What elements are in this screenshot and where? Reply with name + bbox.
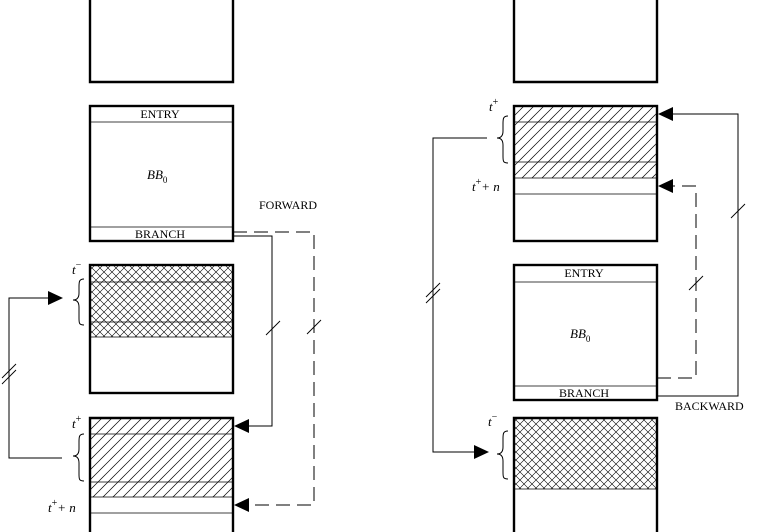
forward-tminus-block xyxy=(88,263,235,395)
backward-taken-path xyxy=(657,113,739,397)
forward-tplusn-label: t++ n xyxy=(48,498,76,515)
forward-caption: FORWARD xyxy=(259,198,317,212)
backward-entry-label: ENTRY xyxy=(564,266,604,280)
backward-tplusn-label: t++ n xyxy=(472,177,500,194)
forward-fallthrough-arrowhead xyxy=(234,498,249,512)
forward-bb0-block: ENTRY BRANCH BB0 xyxy=(88,104,235,243)
backward-top-block xyxy=(512,0,659,84)
forward-return-arrowhead xyxy=(48,291,63,305)
backward-tminus-label: t− xyxy=(488,412,498,429)
backward-tminus-block xyxy=(512,416,659,532)
backward-fallthrough-arrowhead xyxy=(658,179,673,193)
forward-diagram: ENTRY BRANCH BB0 t− t+ t++ n xyxy=(1,0,322,532)
forward-taken-path xyxy=(233,235,273,427)
forward-tminus-label: t− xyxy=(72,260,82,277)
forward-tplus-brace xyxy=(72,433,85,482)
backward-caption: BACKWARD xyxy=(675,399,744,413)
forward-fallthrough-path xyxy=(233,231,315,506)
backward-tplus-brace xyxy=(496,115,509,164)
forward-bb0-label: BB0 xyxy=(147,167,168,185)
forward-taken-arrowhead xyxy=(234,419,249,433)
backward-left-arrowhead xyxy=(474,445,489,459)
forward-tplus-label: t+ xyxy=(72,414,82,431)
forward-tminus-brace xyxy=(72,278,85,326)
backward-left-path xyxy=(432,137,487,453)
forward-tplus-block xyxy=(88,416,235,532)
backward-bb0-block: ENTRY BRANCH BB0 xyxy=(512,263,659,402)
backward-diagram: ENTRY BRANCH BB0 t+ t++ n t− BACKWARD xyxy=(425,0,746,532)
backward-branch-label: BRANCH xyxy=(559,386,609,400)
backward-fallthrough-path xyxy=(657,185,697,379)
backward-tplus-label: t+ xyxy=(489,97,499,114)
backward-taken-arrowhead xyxy=(658,107,673,121)
backward-bb0-label: BB0 xyxy=(570,326,591,344)
forward-branch-label: BRANCH xyxy=(135,227,185,241)
forward-return-path xyxy=(8,297,62,459)
backward-tplus-block xyxy=(512,104,659,243)
forward-entry-label: ENTRY xyxy=(140,107,180,121)
forward-top-block xyxy=(88,0,235,84)
backward-tminus-brace xyxy=(496,430,509,480)
